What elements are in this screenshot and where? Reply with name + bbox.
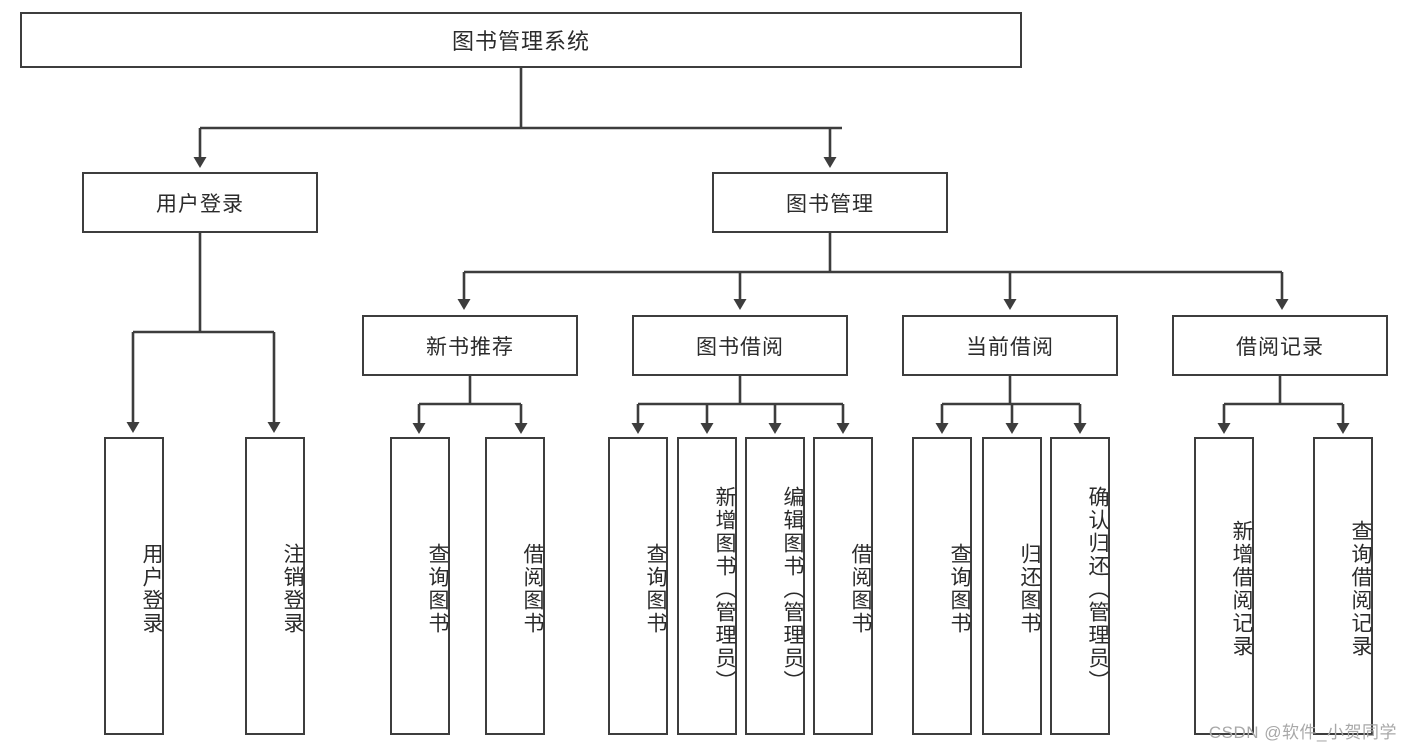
node-label: 新书推荐 — [426, 335, 514, 359]
node-leaf-query-book-borrow[interactable]: 查询图书 — [608, 437, 668, 735]
node-current-borrow[interactable]: 当前借阅 — [902, 315, 1118, 376]
node-label: 编辑图书（管理员） — [781, 485, 804, 693]
node-leaf-add-book-admin[interactable]: 新增图书（管理员） — [677, 437, 737, 735]
node-user-login[interactable]: 用户登录 — [82, 172, 318, 233]
node-label: 当前借阅 — [966, 335, 1054, 359]
node-label: 新增借阅记录 — [1230, 520, 1253, 658]
node-label: 用户登录 — [140, 543, 163, 635]
node-new-book-recommend[interactable]: 新书推荐 — [362, 315, 578, 376]
node-leaf-return-book[interactable]: 归还图书 — [982, 437, 1042, 735]
node-leaf-logout[interactable]: 注销登录 — [245, 437, 305, 735]
node-book-management[interactable]: 图书管理 — [712, 172, 948, 233]
node-label: 借阅图书 — [521, 543, 544, 635]
node-label: 查询图书 — [948, 543, 971, 635]
node-label: 图书管理系统 — [451, 29, 590, 54]
node-leaf-query-book-recommend[interactable]: 查询图书 — [390, 437, 450, 735]
node-leaf-edit-book-admin[interactable]: 编辑图书（管理员） — [745, 437, 805, 735]
node-root-book-management-system[interactable]: 图书管理系统 — [20, 12, 1022, 68]
node-book-borrow[interactable]: 图书借阅 — [632, 315, 848, 376]
node-label: 查询借阅记录 — [1349, 520, 1372, 658]
node-label: 注销登录 — [281, 543, 304, 635]
watermark-text: CSDN @软件_小贺同学 — [1208, 723, 1397, 742]
node-leaf-confirm-return-admin[interactable]: 确认归还（管理员） — [1050, 437, 1110, 735]
node-leaf-query-book-current[interactable]: 查询图书 — [912, 437, 972, 735]
node-label: 借阅图书 — [849, 543, 872, 635]
node-leaf-add-borrow-record[interactable]: 新增借阅记录 — [1194, 437, 1254, 735]
node-label: 确认归还（管理员） — [1086, 485, 1109, 693]
node-leaf-query-borrow-record[interactable]: 查询借阅记录 — [1313, 437, 1373, 735]
node-leaf-user-login[interactable]: 用户登录 — [104, 437, 164, 735]
node-borrow-record[interactable]: 借阅记录 — [1172, 315, 1388, 376]
node-leaf-borrow-book[interactable]: 借阅图书 — [813, 437, 873, 735]
node-label: 查询图书 — [426, 543, 449, 635]
node-label: 新增图书（管理员） — [713, 485, 736, 693]
node-label: 图书管理 — [786, 192, 874, 216]
node-label: 图书借阅 — [696, 335, 784, 359]
node-leaf-borrow-book-recommend[interactable]: 借阅图书 — [485, 437, 545, 735]
node-label: 用户登录 — [156, 192, 244, 216]
node-label: 借阅记录 — [1236, 335, 1324, 359]
node-label: 查询图书 — [644, 543, 667, 635]
node-label: 归还图书 — [1018, 543, 1041, 635]
